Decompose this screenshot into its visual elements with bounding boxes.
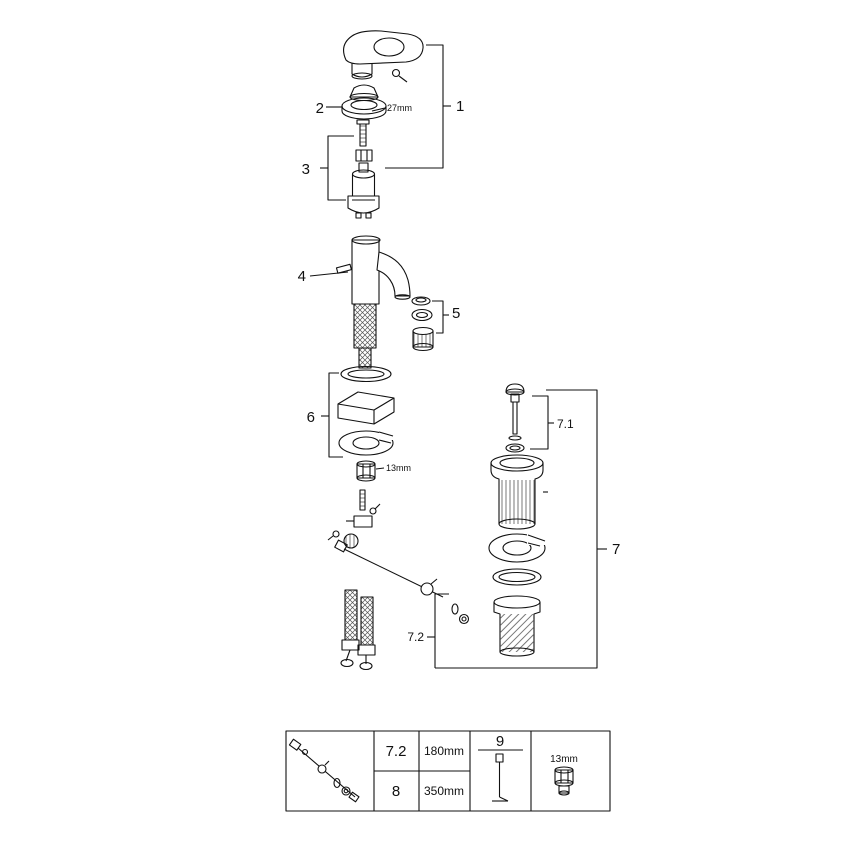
adapter-nut-drawing (355, 149, 373, 162)
callout-6-label: 6 (307, 409, 315, 426)
mounting-bracket-drawing (337, 391, 395, 425)
callout-7-1-bracket (530, 395, 554, 450)
threaded-shank-drawing (353, 303, 377, 369)
table-ref-9: 9 (496, 733, 504, 750)
table-length-180mm: 180mm (424, 744, 464, 758)
callout-6-bracket (321, 372, 343, 458)
dim-13mm-label: 13mm (386, 463, 411, 473)
callout-7-bracket (435, 389, 607, 669)
dim-27mm-label: 27mm (387, 103, 412, 113)
table-nut-drawing (554, 766, 574, 796)
popup-rod-drawing (334, 539, 470, 625)
callout-3-bracket (320, 135, 354, 201)
callout-2-label: 2 (316, 100, 324, 117)
callout-4-label: 4 (298, 268, 306, 285)
popup-knob-drawing (505, 383, 525, 441)
lever-handle-drawing (343, 30, 424, 80)
table-rod-assembly-drawing (288, 738, 360, 803)
faucet-body-drawing (335, 235, 411, 305)
aerator-parts-drawing (411, 296, 434, 352)
mounting-nut-drawing (356, 460, 376, 482)
table-nut-size-label: 13mm (550, 754, 578, 765)
callout-3-label: 3 (302, 161, 310, 178)
table-ref-7-2: 7.2 (386, 743, 407, 760)
callout-1-bracket (385, 44, 451, 169)
base-oring-drawing (340, 365, 392, 383)
drain-oring-large-drawing (492, 568, 542, 586)
dim-13mm-leader (375, 467, 385, 470)
cartridge-drawing (347, 162, 380, 219)
drain-flange-drawing (490, 454, 548, 530)
drain-clip-drawing (488, 533, 547, 563)
supply-hoses-drawing (340, 589, 376, 671)
fixing-screw-drawing (356, 119, 370, 147)
popup-oring-small-drawing (505, 443, 525, 453)
callout-7-1-label: 7.1 (557, 417, 574, 431)
parts-table (285, 730, 611, 812)
dim-27mm-leader (371, 107, 386, 112)
table-tool-drawing (492, 753, 509, 802)
callout-4-leader (309, 271, 349, 277)
threaded-stud-drawing (359, 489, 366, 511)
table-ref-8: 8 (392, 783, 400, 800)
callout-7-2-bracket (427, 593, 449, 668)
callout-7-label: 7 (612, 541, 620, 558)
callout-5-bracket (432, 300, 449, 334)
rod-coupling-drawing (327, 503, 381, 549)
handle-screw-drawing (391, 68, 408, 83)
callout-5-label: 5 (452, 305, 460, 322)
callout-1-label: 1 (456, 98, 464, 115)
cap-ring-drawing (341, 97, 387, 120)
tailpiece-drawing (493, 595, 541, 657)
horseshoe-washer-drawing (338, 430, 396, 456)
callout-7-2-label: 7.2 (407, 630, 424, 644)
table-length-350mm: 350mm (424, 784, 464, 798)
